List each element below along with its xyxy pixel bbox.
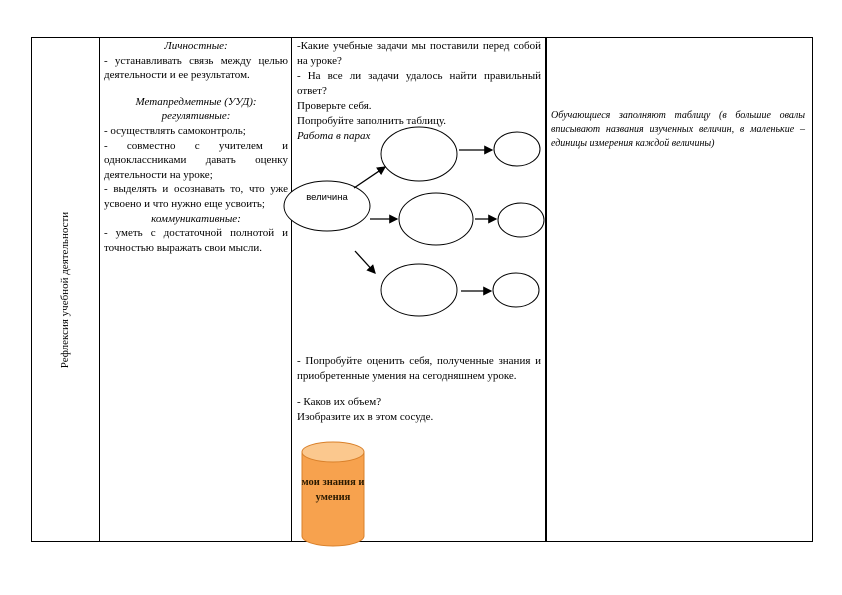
draw-in-vessel: Изобразите их в этом сосуде. (297, 411, 434, 423)
students-cell: Обучающиеся заполняют таблицу (в большие… (551, 110, 805, 149)
small-oval-2 (497, 202, 545, 238)
table-border-left (31, 37, 32, 542)
communicative-item: - уметь с достаточной полнотой и точност… (104, 227, 288, 254)
teacher-cell-lower: - Попробуйте оценить себя, полученные зн… (297, 354, 541, 425)
arrow-to-oval-3 (354, 250, 376, 274)
communicative-heading: коммуникативные: (151, 212, 241, 225)
small-oval-1 (493, 131, 541, 167)
arrow-to-oval-1 (353, 166, 387, 189)
personal-item: - устанавливать связь между целью деятел… (104, 54, 288, 82)
volume-question: - Каков их объем? (297, 396, 382, 408)
large-oval-2 (398, 192, 474, 246)
evaluate-yourself: - Попробуйте оценить себя, полученные зн… (297, 355, 541, 382)
personal-heading: Личностные: (164, 40, 228, 52)
vessel-label: мои знания и умения (301, 477, 365, 503)
table-border-right (812, 37, 813, 542)
small-oval-3 (492, 272, 540, 308)
vessel-cylinder[interactable] (300, 440, 366, 548)
center-oval-label: величина (306, 192, 348, 203)
uud-cell: Личностные: - устанавливать связь между … (104, 39, 288, 255)
large-oval-1 (380, 126, 458, 182)
regulative-item: - совместно с учителем и одноклассниками… (104, 139, 288, 181)
table-bottom-border (31, 541, 812, 542)
regulative-item: - выделять и осознавать то, что уже усво… (104, 183, 288, 210)
regulative-item: - осуществлять самоконтроль; (104, 124, 246, 137)
fill-table: Попробуйте заполнить таблицу. (297, 115, 447, 127)
table-border-col1 (99, 37, 100, 542)
question-answers: - На все ли задачи удалось найти правиль… (297, 70, 541, 97)
meta-heading: Метапредметные (УУД): (135, 95, 257, 108)
table-border-col3 (545, 37, 547, 542)
teacher-cell: -Какие учебные задачи мы поставили перед… (297, 39, 541, 144)
pair-work: Работа в парах (297, 130, 371, 142)
question-tasks: -Какие учебные задачи мы поставили перед… (297, 40, 541, 67)
table-border-col2 (291, 37, 292, 542)
regulative-heading: регулятивные: (161, 110, 231, 123)
table-top-border (31, 37, 812, 38)
large-oval-3 (380, 263, 458, 317)
center-oval (283, 180, 371, 232)
check-yourself: Проверьте себя. (297, 100, 372, 112)
